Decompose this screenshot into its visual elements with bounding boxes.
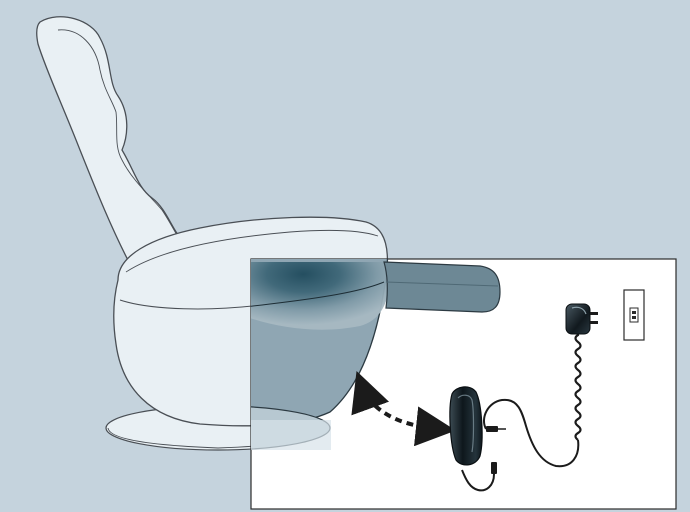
chair-footrest	[384, 262, 500, 312]
chair-backrest	[37, 17, 186, 268]
battery-pack-icon	[450, 387, 482, 465]
wall-outlet-icon	[624, 290, 644, 340]
